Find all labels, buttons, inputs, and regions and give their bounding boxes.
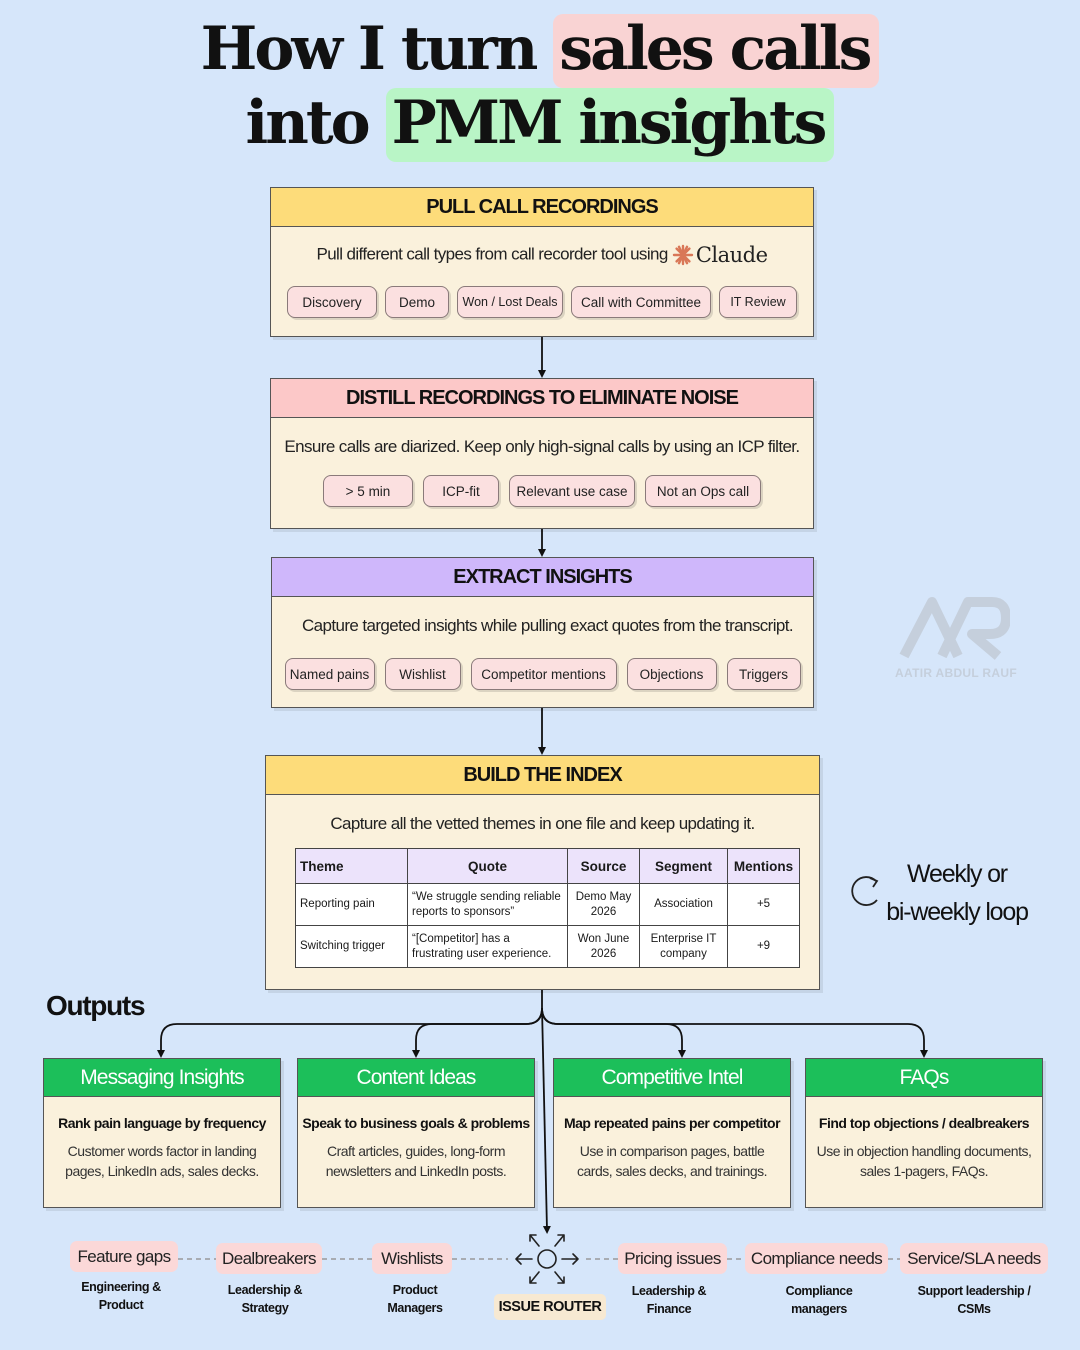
- chip: Relevant use case: [509, 475, 635, 507]
- filter-chips: > 5 min ICP-fit Relevant use case Not an…: [271, 475, 813, 507]
- chip: Discovery: [287, 286, 377, 318]
- table-row: Reporting pain “We struggle sending reli…: [295, 883, 800, 926]
- stage-extract-insights: EXTRACT INSIGHTS Capture targeted insigh…: [271, 557, 814, 708]
- watermark-logo-icon: [899, 597, 1010, 660]
- cell-theme: Switching trigger: [295, 925, 408, 968]
- issue-router-label: ISSUE ROUTER: [494, 1294, 606, 1320]
- col-segment: Segment: [639, 848, 728, 884]
- index-table: Theme Quote Source Segment Mentions Repo…: [295, 848, 800, 968]
- issue-tag-compliance-needs: Compliance needs: [745, 1243, 888, 1274]
- stage-build-the-index: BUILD THE INDEX Capture all the vetted t…: [265, 755, 820, 990]
- title-prefix-1: How I turn: [200, 14, 539, 84]
- stage-description: Capture all the vetted themes in one fil…: [330, 814, 755, 833]
- stage-heading: PULL CALL RECORDINGS: [271, 188, 813, 227]
- output-description: Customer words factor in landing pages, …: [65, 1143, 259, 1179]
- table-row: Switching trigger “[Competitor] has a fr…: [295, 925, 800, 968]
- output-title: FAQs: [806, 1059, 1042, 1097]
- output-faqs: FAQs Find top objections / dealbreakers …: [805, 1058, 1043, 1208]
- cell-theme: Reporting pain: [295, 883, 408, 926]
- output-headline: Find top objections / dealbreakers: [818, 1115, 1030, 1131]
- watermark-name: AATIR ABDUL RAUF: [895, 666, 1017, 680]
- title-highlight-1: sales calls: [553, 14, 880, 88]
- col-source: Source: [567, 848, 640, 884]
- output-messaging-insights: Messaging Insights Rank pain language by…: [43, 1058, 281, 1208]
- title-line-2: into PMM insights: [0, 88, 1080, 162]
- chip: ICP-fit: [423, 475, 499, 507]
- stage-description-text: Pull different call types from call reco…: [316, 244, 668, 264]
- output-description: Use in comparison pages, battle cards, s…: [577, 1143, 768, 1179]
- output-competitive-intel: Competitive Intel Map repeated pains per…: [553, 1058, 791, 1208]
- issue-owner-wishlists: Product Managers: [387, 1283, 443, 1315]
- call-type-chips: Discovery Demo Won / Lost Deals Call wit…: [271, 286, 813, 318]
- issue-owner-service-sla-needs: Support leadership / CSMs: [917, 1284, 1031, 1316]
- chip: Not an Ops call: [645, 475, 761, 507]
- cell-segment: Association: [639, 883, 728, 926]
- title-prefix-2: into: [245, 88, 371, 158]
- stage-description: Ensure calls are diarized. Keep only hig…: [284, 437, 800, 456]
- chip: Wishlist: [384, 658, 461, 690]
- stage-heading: EXTRACT INSIGHTS: [272, 558, 813, 597]
- chip: > 5 min: [323, 475, 413, 507]
- output-description: Use in objection handling documents, sal…: [816, 1143, 1032, 1179]
- stage-heading: BUILD THE INDEX: [266, 756, 819, 795]
- claude-starburst-icon: [672, 244, 694, 266]
- index-table-header: Theme Quote Source Segment Mentions: [295, 848, 800, 884]
- cell-source: Won June 2026: [567, 925, 640, 968]
- stage-description: Pull different call types from call reco…: [271, 243, 813, 267]
- stage-description: Capture targeted insights while pulling …: [301, 616, 794, 635]
- outputs-heading: Outputs: [46, 990, 146, 1021]
- issue-owner-dealbreakers: Leadership & Strategy: [227, 1283, 303, 1315]
- chip: Call with Committee: [571, 286, 711, 318]
- chip: Named pains: [284, 658, 375, 690]
- col-mentions: Mentions: [727, 848, 800, 884]
- insight-chips: Named pains Wishlist Competitor mentions…: [272, 658, 813, 690]
- loop-line-2: bi-weekly loop: [886, 898, 1029, 926]
- issue-tag-service-sla-needs: Service/SLA needs: [900, 1243, 1048, 1274]
- chip: Triggers: [726, 658, 801, 690]
- cell-segment: Enterprise IT company: [639, 925, 728, 968]
- loop-line-1: Weekly or: [907, 860, 1008, 888]
- issue-owner-compliance-needs: Compliance managers: [785, 1284, 853, 1316]
- stage-pull-call-recordings: PULL CALL RECORDINGS Pull different call…: [270, 187, 814, 337]
- cell-mentions: +9: [727, 925, 800, 968]
- output-title: Messaging Insights: [44, 1059, 280, 1097]
- issue-tag-dealbreakers: Dealbreakers: [216, 1243, 322, 1274]
- output-content-ideas: Content Ideas Speak to business goals & …: [297, 1058, 535, 1208]
- chip: Demo: [385, 286, 449, 318]
- stage-distill-recordings: DISTILL RECORDINGS TO ELIMINATE NOISE En…: [270, 378, 814, 529]
- issue-owner-pricing-issues: Leadership & Finance: [631, 1284, 707, 1316]
- output-description: Craft articles, guides, long-form newsle…: [325, 1143, 507, 1179]
- cell-source: Demo May 2026: [567, 883, 640, 926]
- chip: Competitor mentions: [470, 658, 617, 690]
- claude-wordmark: Claude: [695, 243, 768, 267]
- cell-quote: “We struggle sending reliable reports to…: [407, 883, 568, 926]
- col-theme: Theme: [295, 848, 408, 884]
- claude-logo: Claude: [672, 243, 768, 267]
- issue-tag-feature-gaps: Feature gaps: [70, 1241, 178, 1272]
- issue-owner-feature-gaps: Engineering & Product: [81, 1280, 161, 1312]
- title-highlight-2: PMM insights: [385, 88, 835, 162]
- output-title: Content Ideas: [298, 1059, 534, 1097]
- output-headline: Speak to business goals & problems: [302, 1115, 530, 1131]
- loop-text: Weekly or bi-weekly loop: [872, 855, 1042, 931]
- output-headline: Rank pain language by frequency: [58, 1115, 266, 1131]
- cell-quote: “[Competitor] has a frustrating user exp…: [407, 925, 568, 968]
- output-title: Competitive Intel: [554, 1059, 790, 1097]
- stage-heading: DISTILL RECORDINGS TO ELIMINATE NOISE: [271, 379, 813, 418]
- chip: IT Review: [719, 286, 797, 318]
- issue-router-icon: [515, 1234, 579, 1284]
- cell-mentions: +5: [727, 883, 800, 926]
- issue-tag-wishlists: Wishlists: [372, 1243, 452, 1274]
- col-quote: Quote: [407, 848, 568, 884]
- title-line-1: How I turn sales calls: [0, 14, 1080, 88]
- chip: Objections: [626, 658, 717, 690]
- loop-arrow-icon: [851, 876, 879, 906]
- issue-tag-pricing-issues: Pricing issues: [618, 1243, 727, 1274]
- chip: Won / Lost Deals: [457, 286, 563, 318]
- output-headline: Map repeated pains per competitor: [563, 1115, 781, 1131]
